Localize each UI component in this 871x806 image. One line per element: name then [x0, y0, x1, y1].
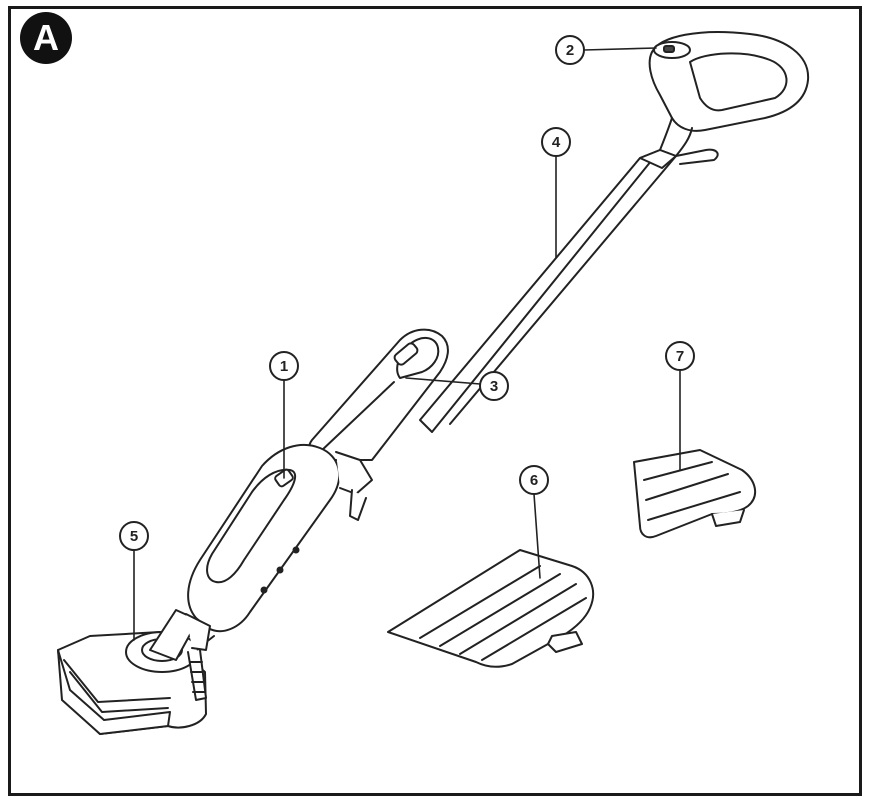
callout-3-number: 3: [490, 378, 498, 395]
callout-1: 1: [269, 351, 299, 381]
large-cloth-pad: [387, 549, 595, 668]
callout-5: 5: [119, 521, 149, 551]
diagram-frame: [8, 6, 862, 796]
callout-4-number: 4: [552, 134, 561, 151]
callout-4: 4: [541, 127, 571, 157]
handle-grip: [648, 31, 810, 165]
callout-3: 3: [479, 371, 509, 401]
small-cloth-pad: [633, 449, 757, 539]
extension-pole: [419, 149, 677, 433]
callout-7: 7: [665, 341, 695, 371]
callout-6-number: 6: [530, 472, 538, 489]
mop-head: [57, 609, 211, 735]
callout-2: 2: [555, 35, 585, 65]
callout-7-number: 7: [676, 348, 684, 365]
callout-1-number: 1: [280, 358, 288, 375]
main-body-trigger: [182, 443, 373, 652]
callout-2-number: 2: [566, 42, 574, 59]
callout-6: 6: [519, 465, 549, 495]
callout-leaders: [133, 47, 681, 641]
water-tank-body: [308, 328, 449, 461]
figure-label-badge: A: [20, 12, 72, 64]
callout-5-number: 5: [130, 528, 138, 545]
